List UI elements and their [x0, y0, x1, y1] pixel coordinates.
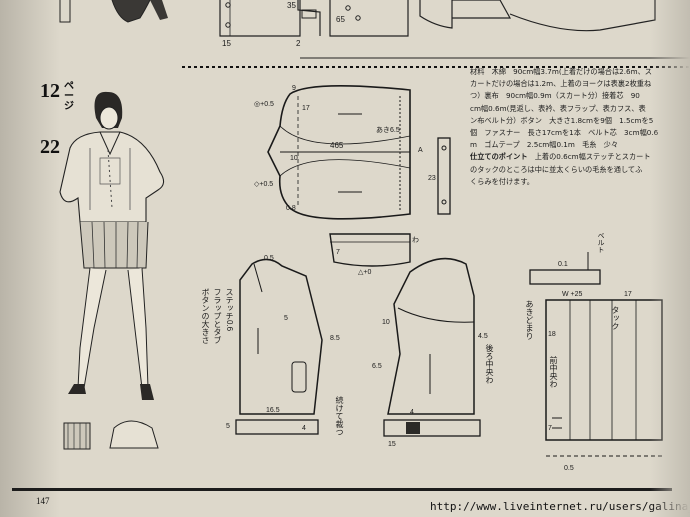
points-line: くらみを付けます。	[470, 176, 534, 186]
svg-text:0.5: 0.5	[264, 255, 274, 262]
svg-text:あき6.5: あき6.5	[376, 126, 400, 134]
stitch-note: ステッチ0.6	[225, 288, 234, 332]
issue-number: 12	[40, 80, 60, 102]
svg-text:5: 5	[284, 315, 288, 322]
svg-text:0.8: 0.8	[286, 205, 296, 212]
points-line: 上着の0.6cm幅ステッチとスカート	[534, 152, 651, 162]
page-reference: 22	[40, 136, 60, 158]
svg-text:W +25: W +25	[562, 291, 583, 298]
svg-text:17: 17	[624, 291, 632, 298]
svg-text:A: A	[418, 147, 423, 154]
front-bodice-pattern: 0.5 5 8.5 5 16.5 4	[226, 255, 340, 435]
svg-text:10: 10	[382, 319, 390, 326]
notes-line: ン布ベルト分）ボタン 大きさ1.8cmを9個 1.5cmを5	[470, 115, 654, 125]
notes-line: cm幅0.6m(見返し、表衿、表フラップ、表カフス、表	[470, 103, 646, 113]
svg-text:17: 17	[302, 105, 310, 112]
svg-text:5: 5	[226, 423, 230, 430]
sleeve-width-label: 465	[330, 141, 344, 150]
svg-text:65: 65	[336, 15, 345, 24]
svg-text:18: 18	[548, 331, 556, 338]
svg-text:2: 2	[296, 39, 301, 48]
svg-text:7: 7	[336, 249, 340, 256]
svg-text:4: 4	[302, 425, 306, 432]
sleeve-pattern: ◎+0.5 ◇+0.5 9 17 10 465 あき6.5 A 0.8	[254, 85, 423, 220]
points-line: のタックのところは中に並太くらいの毛糸を通してふ	[470, 164, 643, 174]
svg-text:△+0: △+0	[358, 269, 371, 276]
materials-notes: 材料 木綿 90cm幅3.7m(上着だけの場合は2.6m、ス カートだけの場合は…	[470, 66, 678, 188]
svg-text:8.5: 8.5	[330, 335, 340, 342]
cuff-pattern: 23	[428, 137, 451, 215]
notes-line: つ）裏布 90cm幅0.9m（スカート分）接着芯 90	[470, 91, 640, 101]
footer-rule	[12, 488, 672, 491]
back-bodice-pattern: 10 6.5 4.5 4 15	[372, 257, 488, 448]
svg-text:0.5: 0.5	[564, 465, 574, 472]
page-number: 147	[36, 496, 50, 506]
skirt-note: あきどまり	[525, 300, 534, 340]
svg-text:4.5: 4.5	[478, 333, 488, 340]
notes-line: 材料 木綿 90cm幅3.7m(上着だけの場合は2.6m、ス	[470, 67, 652, 76]
button-note: ボタンの大きさ	[201, 288, 210, 344]
svg-text:◇+0.5: ◇+0.5	[254, 181, 273, 188]
svg-text:◎+0.5: ◎+0.5	[254, 101, 274, 108]
fashion-illustration	[59, 91, 165, 450]
svg-text:9: 9	[292, 85, 296, 92]
svg-text:6.5: 6.5	[372, 363, 382, 370]
svg-text:15: 15	[222, 39, 231, 48]
skirt-pattern: 0.1 W +25 17 18 7 0.5	[529, 252, 663, 472]
tuck-note: タック	[611, 306, 620, 330]
svg-text:4: 4	[410, 409, 414, 416]
svg-text:15: 15	[388, 441, 396, 448]
svg-text:0.1: 0.1	[558, 261, 568, 268]
svg-text:23: 23	[428, 175, 436, 182]
cut-note: 続けて裁つ	[335, 396, 344, 436]
svg-text:16.5: 16.5	[266, 407, 280, 414]
points-heading: 仕立てのポイント	[470, 152, 528, 162]
watermark-url: http://www.liveinternet.ru/users/galina_…	[430, 500, 690, 513]
notes-line: m ゴムテープ 2.5cm幅0.1m 毛糸 少々	[470, 140, 619, 150]
collar-note: わ	[412, 236, 419, 244]
page-word: ページ	[64, 81, 74, 112]
top-pattern-fragment: 15 2 35 65	[59, 0, 690, 68]
back-center-note: 後ろ中央わ	[485, 344, 494, 384]
svg-text:7: 7	[548, 425, 552, 432]
collar-pattern: 7 △+0 わ	[329, 233, 419, 276]
belt-note: ベルト	[597, 232, 604, 253]
svg-text:35: 35	[287, 1, 296, 10]
front-center-note: 前中央わ	[549, 356, 558, 388]
flap-note: フラップとタブ	[213, 288, 222, 344]
notes-line: カートだけの場合は1.2m、上着のヨークは表裏2枚重ね	[470, 79, 652, 89]
notes-line: 個 ファスナー 長さ17cmを1本 ベルト芯 3cm幅0.6	[470, 128, 659, 138]
svg-text:10: 10	[290, 155, 298, 162]
